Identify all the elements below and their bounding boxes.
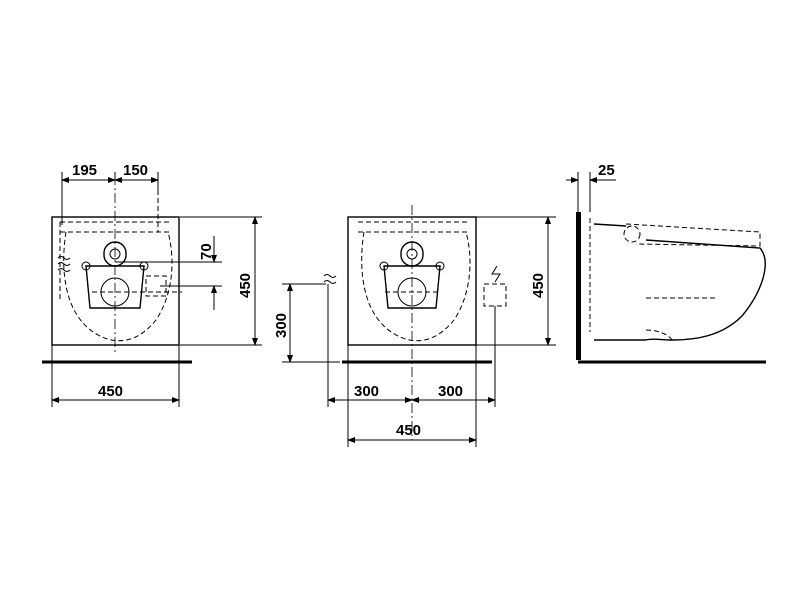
mounting-bracket — [85, 265, 145, 309]
seat-dashed — [625, 223, 761, 247]
dim-300-right: 300 — [438, 383, 463, 400]
dim-450-height-left: 450 — [237, 273, 254, 298]
dim-195: 195 — [72, 162, 97, 179]
wall — [576, 212, 581, 360]
bowl-profile — [645, 239, 766, 341]
bowl-dashed — [361, 231, 471, 342]
electric-connection-icon — [491, 265, 501, 283]
side-view: 25 — [566, 162, 766, 364]
water-inlet-icon — [57, 256, 71, 272]
dim-300-height: 300 — [273, 313, 290, 338]
frame-dashed-vertical — [59, 190, 159, 300]
water-inlet-icon — [323, 274, 337, 284]
dim-150: 150 — [123, 162, 148, 179]
dim-450-height-mid: 450 — [530, 273, 547, 298]
dim-70: 70 — [198, 243, 215, 260]
dim-300-left: 300 — [354, 383, 379, 400]
dim-450-width-left: 450 — [98, 383, 123, 400]
electric-box — [483, 283, 507, 307]
frame-dashed — [358, 221, 470, 233]
frame-dashed — [60, 221, 172, 233]
bolt-left — [81, 261, 91, 271]
toilet-outline — [51, 216, 180, 346]
dim-25: 25 — [598, 162, 615, 179]
connection-box — [145, 275, 167, 297]
front-view-middle: 300 450 300 300 450 — [273, 205, 556, 447]
mounting-bracket — [383, 265, 441, 309]
dim-450-width-mid: 450 — [396, 422, 421, 439]
bowl-dashed — [63, 231, 173, 342]
front-view-left: 195 150 70 450 450 — [42, 162, 262, 407]
